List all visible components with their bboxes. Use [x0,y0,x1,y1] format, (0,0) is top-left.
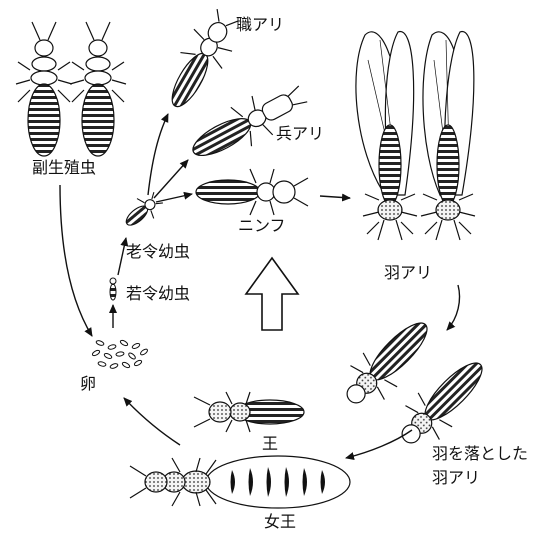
alate-insects [356,31,475,240]
egg-cluster [92,339,149,369]
younger-larva-label: 若令幼虫 [126,286,190,302]
older-larva-insect [119,188,167,234]
egg-label: 卵 [80,376,96,392]
alate-label: 羽アリ [384,265,432,281]
dealate-insects [333,308,498,458]
older-larva-label: 老令幼虫 [126,244,190,260]
dealate-label-line1: 羽を落とした [432,446,528,462]
soldier-insect [183,74,313,171]
soldier-label: 兵アリ [276,126,324,142]
dealate-label-line2: 羽アリ [432,470,480,486]
queen-insect [130,456,350,508]
queen-label: 女王 [264,514,296,530]
king-insect [194,392,304,432]
nymph-insect [196,169,308,215]
secondary-reproductive-label: 副生殖虫 [32,160,96,176]
king-label: 王 [262,436,278,452]
nymph-label: ニンフ [238,218,286,234]
worker-label: 職アリ [236,17,284,33]
worker-insect [156,4,247,117]
development-up-arrow [246,258,298,330]
younger-larva-insect [110,278,116,300]
secondary-reproductive-insects [16,22,126,156]
